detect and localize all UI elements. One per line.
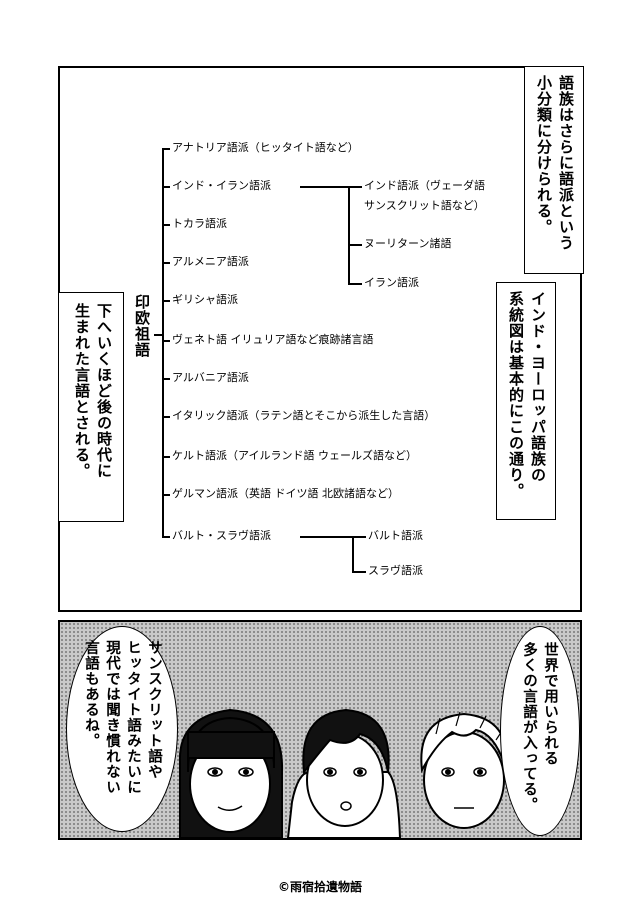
narration-box-right-middle: インド・ヨーロッパ語族の 系統図は基本的にこの通り。	[496, 282, 556, 520]
narration-top-right: 語族はさらに語派という 小分類に分けられる。	[535, 75, 575, 251]
diagram-panel: 語族はさらに語派という 小分類に分けられる。 インド・ヨーロッパ語族の 系統図は…	[58, 66, 584, 612]
narration-right-middle: インド・ヨーロッパ語族の 系統図は基本的にこの通り。	[507, 291, 547, 499]
narration-left: 下へいくほど後の時代に 生まれた言語とされる。	[73, 303, 113, 479]
characters-panel: サンスクリット語や ヒッタイト語みたいに 現代では聞き慣れない 言語もあるね。 …	[58, 620, 582, 840]
sub-branch-slavic: スラヴ語派	[368, 564, 423, 577]
girl-character	[178, 708, 284, 838]
branch-indo-iranian: インド・イラン語派	[172, 179, 271, 192]
indo-iranian-connector	[300, 186, 348, 188]
indo-iranian-tick	[348, 283, 362, 285]
balto-slavic-tick	[352, 571, 366, 573]
sub-branch-nuristani: ヌーリターン諸語	[364, 237, 452, 250]
sub-branch-iranian: イラン語派	[364, 276, 419, 289]
speech-text-right: 世界で用いられる 多くの言語が入ってる。	[521, 642, 558, 813]
sub-branch-indic-line1: インド語派（ヴェーダ語	[364, 179, 485, 192]
indo-iranian-tick	[348, 186, 362, 188]
balto-slavic-subtrunk	[352, 536, 354, 572]
tree-root-connector	[154, 334, 163, 336]
speech-text-left: サンスクリット語や ヒッタイト語みたいに 現代では聞き慣れない 言語もあるね。	[83, 640, 162, 795]
speech-bubble-right	[500, 626, 580, 836]
boy-character	[286, 708, 402, 838]
branch-albanian: アルバニア語派	[172, 371, 249, 384]
indo-iranian-tick	[348, 244, 362, 246]
narration-box-left: 下へいくほど後の時代に 生まれた言語とされる。	[58, 292, 124, 522]
blond-character	[420, 711, 508, 829]
narration-box-top-right: 語族はさらに語派という 小分類に分けられる。	[524, 66, 584, 274]
speech-bubble-left	[66, 626, 178, 832]
indo-iranian-subtrunk	[348, 186, 350, 284]
sub-branch-indic-line2: サンスクリット語など）	[364, 199, 485, 212]
branch-italic: イタリック語派（ラテン語とそこから派生した言語）	[172, 409, 436, 422]
balto-slavic-connector	[300, 536, 352, 538]
tree-trunk-line	[162, 148, 164, 538]
sub-branch-baltic: バルト語派	[368, 529, 423, 542]
branch-tocharian: トカラ語派	[172, 217, 227, 230]
balto-slavic-tick	[352, 536, 366, 538]
branch-relic-languages: ヴェネト語 イリュリア語など痕跡諸言語	[172, 333, 374, 346]
branch-anatolian: アナトリア語派（ヒッタイト語など）	[172, 141, 359, 154]
branch-balto-slavic: バルト・スラヴ語派	[172, 529, 271, 542]
copyright-notice: ©雨宿拾遺物語	[277, 880, 362, 894]
three-characters-illustration	[178, 708, 508, 838]
branch-greek: ギリシャ語派	[172, 293, 238, 306]
tree-root-label: 印欧祖語	[133, 294, 151, 358]
branch-germanic: ゲルマン語派（英語 ドイツ語 北欧諸語など）	[172, 487, 399, 500]
branch-armenian: アルメニア語派	[172, 255, 249, 268]
branch-celtic: ケルト語派（アイルランド語 ウェールズ語など）	[172, 449, 417, 462]
